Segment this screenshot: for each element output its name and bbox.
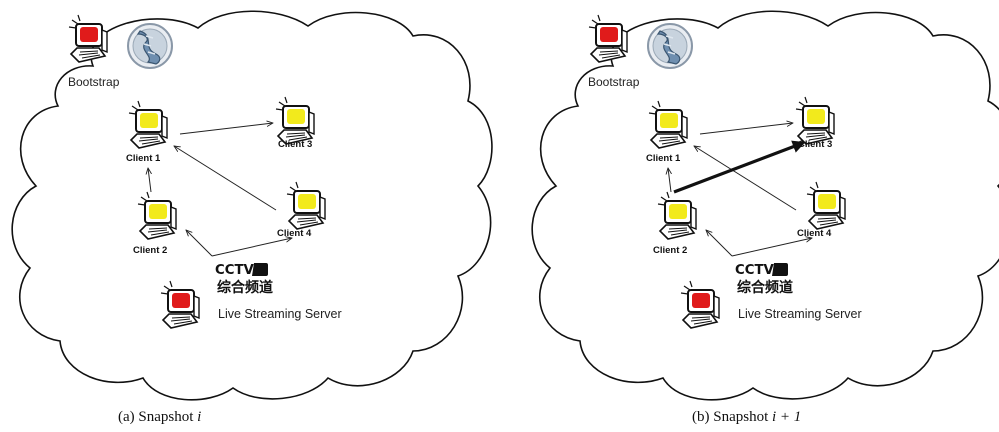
client-1-label: Client 1 xyxy=(126,153,161,164)
flow-arrow-4 xyxy=(186,230,213,257)
flow-arrow-2 xyxy=(694,146,797,211)
client-1-label: Client 1 xyxy=(646,153,681,164)
client-2-computer-icon xyxy=(137,191,177,240)
caption-prefix: (b) Snapshot xyxy=(692,409,772,425)
flow-arrow-5 xyxy=(731,238,812,257)
bootstrap-label: Bootstrap xyxy=(588,75,640,89)
flow-arrow-3 xyxy=(668,168,671,193)
new-link-arrow xyxy=(673,140,806,194)
network-cloud xyxy=(531,10,999,401)
client-2-label: Client 2 xyxy=(133,245,167,256)
client-2-label: Client 2 xyxy=(653,245,687,256)
cctv-badge-shape xyxy=(772,263,788,276)
caption-prefix: (a) Snapshot xyxy=(118,409,197,425)
cctv-logo: CCTV1 xyxy=(734,262,788,278)
client-3-computer-icon xyxy=(275,96,315,145)
flow-arrow-5 xyxy=(211,238,292,257)
client-1-computer-icon xyxy=(648,100,688,149)
flow-arrow-4 xyxy=(706,230,733,257)
panel-caption: (a) Snapshot i xyxy=(118,409,201,425)
flow-arrow-3 xyxy=(148,168,151,193)
streaming-server-computer-icon xyxy=(160,280,200,329)
client-2-computer-icon xyxy=(657,191,697,240)
bootstrap-computer-icon xyxy=(68,14,108,63)
media-player-icon xyxy=(647,23,693,69)
cctv-logo: CCTV1 xyxy=(214,262,268,278)
caption-math: i + 1 xyxy=(772,409,801,425)
server-label: Live Streaming Server xyxy=(218,307,342,321)
network-cloud xyxy=(11,10,493,401)
client-4-computer-icon xyxy=(806,181,846,230)
cctv-channel-name: 综合频道 xyxy=(737,279,793,296)
client-3-computer-icon xyxy=(795,96,835,145)
cctv-logo-text: CCTV1 xyxy=(215,262,263,278)
flow-arrow-1 xyxy=(699,123,793,135)
panel-caption: (b) Snapshot i + 1 xyxy=(692,409,801,425)
client-4-computer-icon xyxy=(286,181,326,230)
client-4-label: Client 4 xyxy=(277,228,312,239)
bootstrap-computer-icon xyxy=(588,14,628,63)
media-player-icon xyxy=(127,23,173,69)
client-3-label: Client 3 xyxy=(278,139,312,150)
server-label: Live Streaming Server xyxy=(738,307,862,321)
client-4-label: Client 4 xyxy=(797,228,832,239)
client-1-computer-icon xyxy=(128,100,168,149)
bootstrap-label: Bootstrap xyxy=(68,75,120,89)
cctv-logo-text: CCTV1 xyxy=(735,262,783,278)
flow-arrow-2 xyxy=(174,146,277,211)
flow-arrow-1 xyxy=(179,123,273,135)
caption-math: i xyxy=(197,409,201,425)
cctv-channel-name: 综合频道 xyxy=(217,279,273,296)
cctv-badge-shape xyxy=(252,263,268,276)
client-3-label: Client 3 xyxy=(798,139,832,150)
streaming-server-computer-icon xyxy=(680,280,720,329)
